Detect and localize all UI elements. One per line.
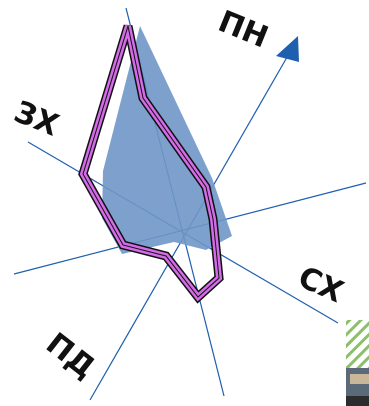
label-west: ЗХ	[9, 94, 63, 143]
label-east: СХ	[293, 260, 348, 310]
label-south-west: ПД	[39, 326, 101, 385]
thumbnail-image	[346, 320, 369, 406]
label-north-east: ПН	[213, 4, 273, 55]
north-arrow-icon	[276, 36, 299, 62]
